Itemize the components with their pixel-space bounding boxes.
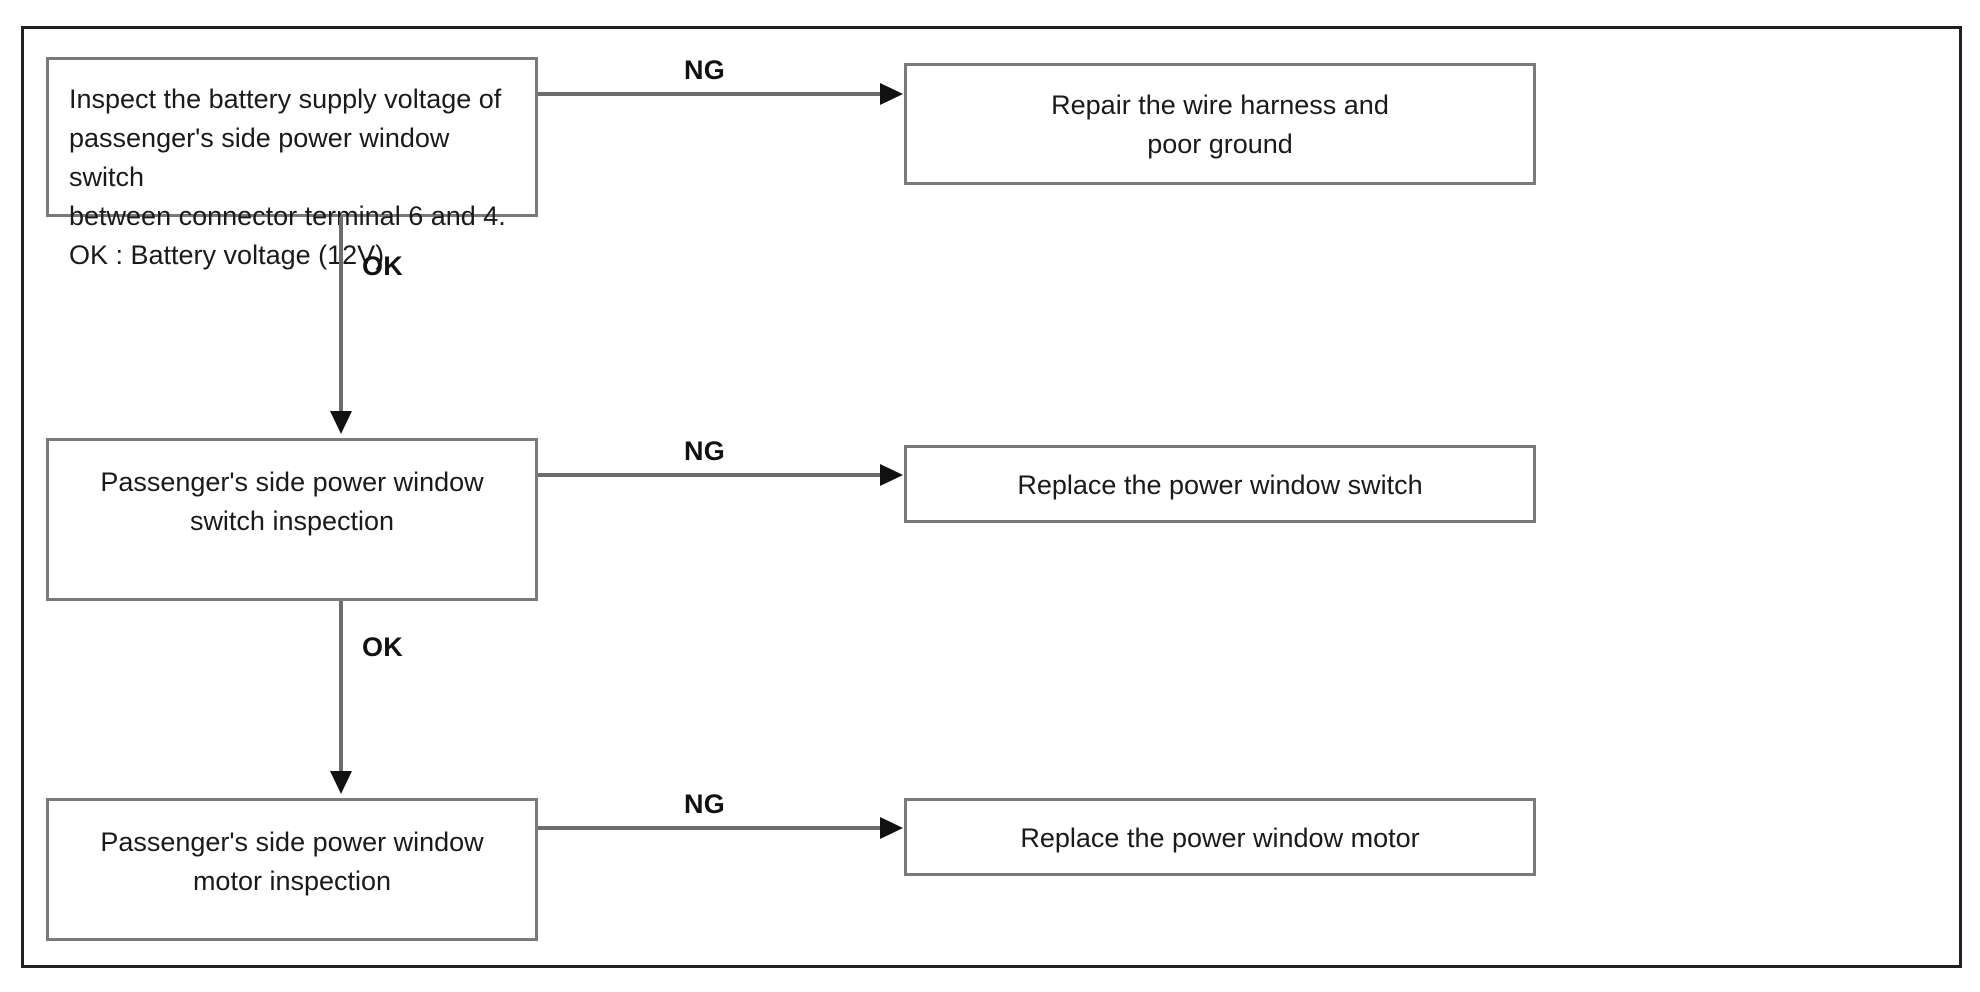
connector-step3-to-result3 bbox=[538, 826, 890, 830]
process-box-step1-label: Inspect the battery supply voltage of pa… bbox=[69, 84, 506, 270]
action-box-result1-label: Repair the wire harness and poor ground bbox=[1051, 90, 1389, 159]
edge-label-ng-2: NG bbox=[684, 436, 726, 466]
edge-label-ok-2: OK bbox=[362, 632, 404, 662]
process-box-step2: Passenger's side power window switch ins… bbox=[46, 438, 538, 601]
connector-step2-to-step3 bbox=[339, 601, 343, 774]
arrowhead-step3-to-result3 bbox=[880, 817, 903, 839]
arrowhead-step1-to-result1 bbox=[880, 83, 903, 105]
process-box-step3: Passenger's side power window motor insp… bbox=[46, 798, 538, 941]
arrowhead-step2-to-step3 bbox=[330, 771, 352, 794]
action-box-result2-label: Replace the power window switch bbox=[1017, 470, 1423, 500]
action-box-result3-label: Replace the power window motor bbox=[1020, 823, 1420, 853]
connector-step2-to-result2 bbox=[538, 473, 890, 477]
action-box-result1: Repair the wire harness and poor ground bbox=[904, 63, 1536, 185]
edge-label-ok-1: OK bbox=[362, 251, 404, 281]
action-box-result2: Replace the power window switch bbox=[904, 445, 1536, 523]
action-box-result3: Replace the power window motor bbox=[904, 798, 1536, 876]
process-box-step1: Inspect the battery supply voltage of pa… bbox=[46, 57, 538, 270]
diagram-outer-frame: Inspect the battery supply voltage of pa… bbox=[21, 26, 1962, 968]
process-box-step3-label: Passenger's side power window motor insp… bbox=[100, 827, 484, 896]
process-box-step2-label: Passenger's side power window switch ins… bbox=[100, 467, 484, 536]
arrowhead-step1-to-step2 bbox=[330, 411, 352, 434]
edge-label-ng-1: NG bbox=[684, 55, 726, 85]
connector-step1-to-step2 bbox=[339, 217, 343, 414]
arrowhead-step2-to-result2 bbox=[880, 464, 903, 486]
connector-step1-to-result1 bbox=[538, 92, 890, 96]
edge-label-ng-3: NG bbox=[684, 789, 726, 819]
